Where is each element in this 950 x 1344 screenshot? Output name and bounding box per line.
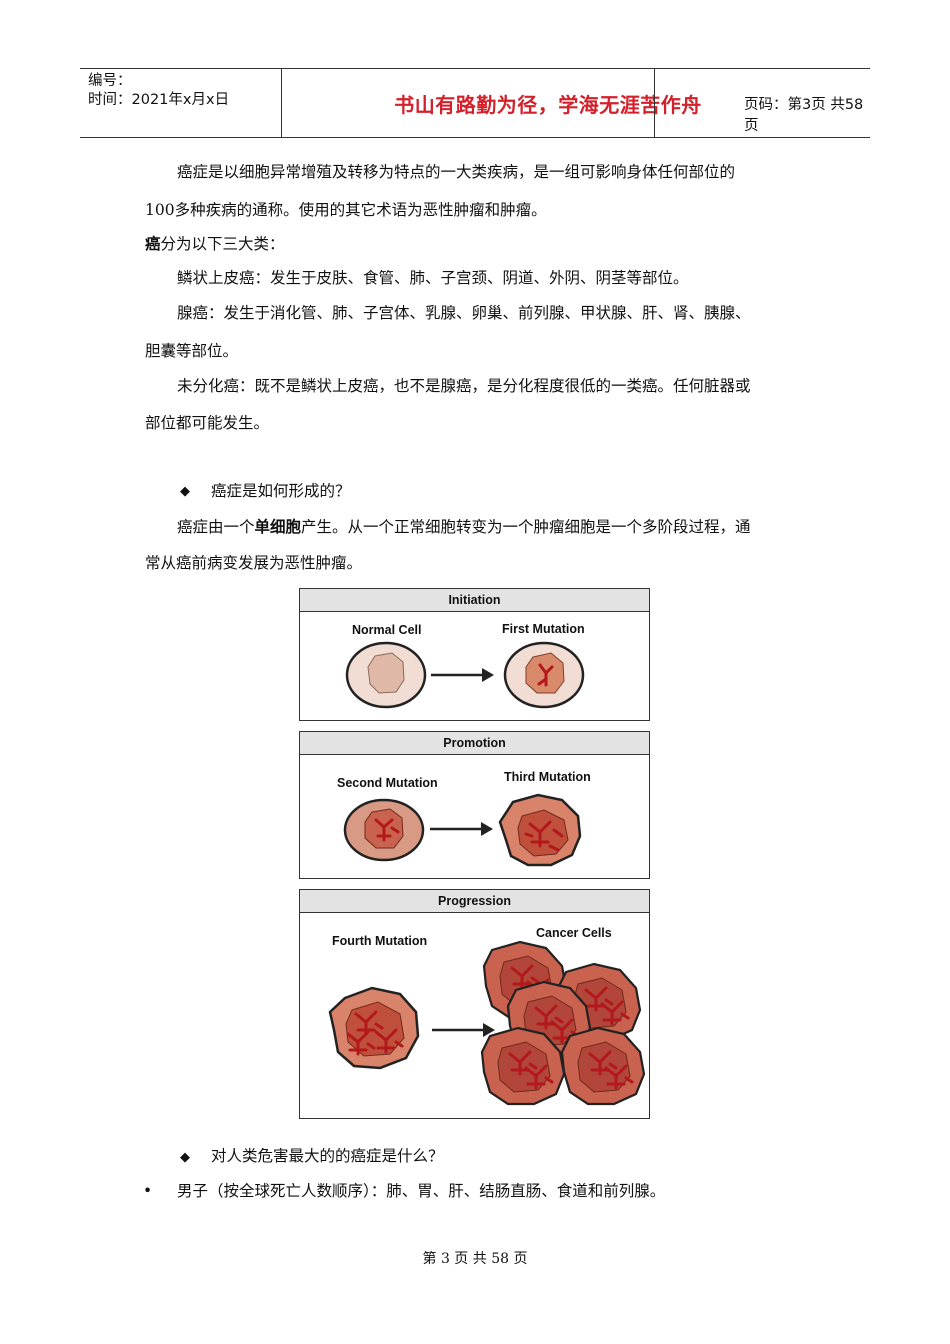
cancer-cells-label: Cancer Cells <box>536 926 612 940</box>
promotion-panel: Promotion Second Mutation Third Mutation <box>299 731 650 879</box>
text-span: 产生。从一个正常细胞转变为一个肿瘤细胞是一个多阶段过程，通 <box>301 518 751 536</box>
fourth-mutation-cell-icon <box>328 986 420 1070</box>
arrow-icon <box>432 1023 495 1037</box>
progression-title: Progression <box>300 890 649 913</box>
paragraph-adeno-line-1: 腺癌：发生于消化管、肺、子宫体、乳腺、卵巢、前列腺、甲状腺、肝、肾、胰腺、 <box>177 304 751 322</box>
paragraph-undiff-line-1: 未分化癌：既不是鳞状上皮癌，也不是腺癌，是分化程度很低的一类癌。任何脏器或 <box>177 377 751 395</box>
arrow-icon <box>430 822 493 836</box>
paragraph-squamous: 鳞状上皮癌：发生于皮肤、食管、肺、子宫颈、阴道、外阴、阴茎等部位。 <box>177 269 689 287</box>
bold-term-cancer: 癌 <box>145 235 161 253</box>
paragraph-1-line-1: 癌症是以细胞异常增殖及转移为特点的一大类疾病，是一组可影响身体任何部位的 <box>177 163 736 181</box>
header-table: 编号： 时间：2021年x月x日 书山有路勤为径，学海无涯苦作舟 页码：第3页 … <box>80 68 870 138</box>
bold-term-single-cell: 单细胞 <box>254 518 302 536</box>
diamond-bullet-icon: ◆ <box>180 1150 190 1165</box>
first-mutation-cell-icon <box>503 641 585 709</box>
normal-cell-label: Normal Cell <box>352 623 422 637</box>
third-mutation-label: Third Mutation <box>504 770 591 784</box>
progression-panel: Progression Fourth Mutation Cancer Cells <box>299 889 650 1119</box>
cancer-progression-figure: Initiation Normal Cell First Mutation Pr… <box>299 588 650 1119</box>
list-item-men: 男子（按全球死亡人数顺序）：肺、胃、肝、结肠直肠、食道和前列腺。 <box>177 1182 666 1200</box>
header-divider <box>281 69 282 137</box>
header-meta: 编号： 时间：2021年x月x日 <box>88 72 229 110</box>
header-divider <box>654 69 655 137</box>
fourth-mutation-label: Fourth Mutation <box>332 934 428 948</box>
third-mutation-cell-icon <box>498 793 582 867</box>
text-span: 癌症由一个 <box>177 518 255 536</box>
header-motto: 书山有路勤为径，学海无涯苦作舟 <box>394 92 702 117</box>
list-bullet-icon: • <box>143 1182 153 1200</box>
initiation-diagram <box>345 641 585 709</box>
paragraph-formation-line-2: 常从癌前病变发展为恶性肿瘤。 <box>145 554 363 572</box>
paragraph-2-text: 分为以下三大类： <box>160 235 285 253</box>
paragraph-2: 癌分为以下三大类： <box>145 234 285 254</box>
question-heading-1: 癌症是如何形成的？ <box>211 482 351 500</box>
initiation-title: Initiation <box>300 589 649 612</box>
paragraph-formation-line-1: 癌症由一个单细胞产生。从一个正常细胞转变为一个肿瘤细胞是一个多阶段过程，通 <box>177 517 751 537</box>
paragraph-undiff-line-2: 部位都可能发生。 <box>145 414 270 432</box>
promotion-title: Promotion <box>300 732 649 755</box>
header-page-label: 页码：第3页 共58页 <box>744 97 864 134</box>
first-mutation-label: First Mutation <box>502 622 585 636</box>
document-date-label: 时间：2021年x月x日 <box>88 92 230 108</box>
second-mutation-cell-icon <box>343 798 425 862</box>
progression-diagram <box>328 890 649 1118</box>
initiation-panel: Initiation Normal Cell First Mutation <box>299 588 650 721</box>
normal-cell-icon <box>345 641 427 709</box>
promotion-diagram <box>343 793 582 867</box>
cancer-cell-cluster-icon <box>482 942 644 1104</box>
diamond-bullet-icon: ◆ <box>180 484 190 499</box>
page-footer: 第 3 页 共 58 页 <box>422 1251 528 1267</box>
document-number-label: 编号： <box>88 73 132 89</box>
arrow-icon <box>431 668 494 682</box>
question-heading-2: 对人类危害最大的的癌症是什么？ <box>211 1147 444 1165</box>
paragraph-1-line-2: 100多种疾病的通称。使用的其它术语为恶性肿瘤和肿瘤。 <box>145 201 547 219</box>
paragraph-adeno-line-2: 胆囊等部位。 <box>145 342 239 360</box>
second-mutation-label: Second Mutation <box>337 776 438 790</box>
